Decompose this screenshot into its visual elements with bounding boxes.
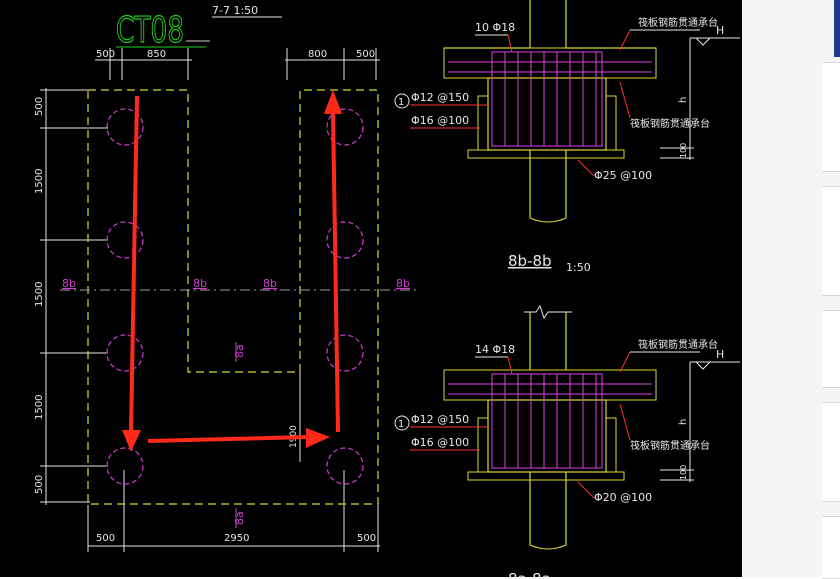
label-8a-2: 8a bbox=[233, 511, 246, 525]
s2-dim-small: 100 bbox=[679, 465, 688, 480]
left-dim-5: 500 bbox=[34, 475, 45, 494]
s1-h: h bbox=[678, 97, 689, 103]
label-8a-1: 8a bbox=[233, 344, 246, 358]
cad-svg: CT08 7-7 1:50 500 850 800 500 bbox=[34, 0, 740, 577]
label-8b-2: 8b bbox=[193, 277, 207, 290]
bottom-dimension bbox=[87, 470, 380, 552]
bottom-dim-1: 500 bbox=[96, 533, 115, 544]
cad-drawing-canvas[interactable]: CT08 7-7 1:50 500 850 800 500 bbox=[0, 0, 742, 577]
s2-stirrup-num: 1 bbox=[398, 419, 404, 430]
label-8b-3: 8b bbox=[263, 277, 277, 290]
left-dimension bbox=[40, 88, 108, 505]
left-dim-3: 1500 bbox=[34, 282, 45, 307]
side-panel-1[interactable] bbox=[822, 62, 840, 172]
section-8b-8b: 10 Φ18 1 Φ12 @150 Φ16 @100 Φ25 @100 筏板钢筋… bbox=[394, 0, 740, 274]
red-arrows bbox=[122, 90, 342, 452]
left-dim-4: 1500 bbox=[34, 395, 45, 420]
piles bbox=[106, 108, 364, 485]
top-dim-4: 500 bbox=[356, 49, 375, 60]
label-8b-1: 8b bbox=[62, 277, 76, 290]
s2-level: H bbox=[716, 348, 724, 361]
s1-name-scale: 1:50 bbox=[566, 261, 591, 274]
side-panel-5[interactable] bbox=[822, 516, 840, 579]
top-dim-3: 800 bbox=[308, 49, 327, 60]
side-panel-4[interactable] bbox=[822, 402, 840, 502]
s1-note-side: 筏板钢筋贯通承台 bbox=[630, 117, 710, 130]
bottom-dim-3: 500 bbox=[357, 533, 376, 544]
s1-stirrup-marker bbox=[394, 93, 410, 109]
pile-cap-outline bbox=[87, 89, 379, 505]
left-dim-1: 500 bbox=[34, 97, 45, 116]
s2-bottom-rebar: Φ20 @100 bbox=[594, 491, 652, 504]
s1-bottom-rebar: Φ25 @100 bbox=[594, 169, 652, 182]
s2-side-rebar: Φ16 @100 bbox=[411, 436, 469, 449]
s1-stirrup-num: 1 bbox=[398, 97, 404, 108]
s1-level: H bbox=[716, 24, 724, 37]
s1-top-rebar: 10 Φ18 bbox=[475, 21, 515, 34]
plan-title: CT08 bbox=[116, 10, 184, 51]
scale-note: 7-7 1:50 bbox=[212, 4, 258, 17]
label-8b-4: 8b bbox=[396, 277, 410, 290]
top-dimension bbox=[95, 48, 380, 80]
side-tab-blue[interactable] bbox=[834, 0, 840, 57]
s2-note-side: 筏板钢筋贯通承台 bbox=[630, 439, 710, 452]
s2-stirrup: Φ12 @150 bbox=[411, 413, 469, 426]
section-8a-8a: 14 Φ18 1 Φ12 @150 Φ16 @100 Φ20 @100 筏板钢筋… bbox=[394, 304, 740, 577]
left-dim-2: 1500 bbox=[34, 169, 45, 194]
top-dim-1: 500 bbox=[96, 49, 115, 60]
side-panel-2[interactable] bbox=[822, 186, 840, 296]
side-panel-3[interactable] bbox=[822, 310, 840, 388]
s1-stirrup: Φ12 @150 bbox=[411, 91, 469, 104]
s2-stirrup-marker bbox=[394, 415, 410, 431]
s1-note-top: 筏板钢筋贯通承台 bbox=[638, 16, 718, 29]
s2-top-rebar: 14 Φ18 bbox=[475, 343, 515, 356]
s2-note-top: 筏板钢筋贯通承台 bbox=[638, 338, 718, 351]
s1-side-rebar: Φ16 @100 bbox=[411, 114, 469, 127]
s1-dim-small: 100 bbox=[679, 143, 688, 158]
top-dim-2: 850 bbox=[147, 49, 166, 60]
s2-h: h bbox=[678, 419, 689, 425]
s1-name: 8b-8b bbox=[508, 252, 552, 270]
s2-name: 8a-8a bbox=[508, 570, 551, 577]
plan-view: CT08 7-7 1:50 500 850 800 500 bbox=[34, 4, 420, 552]
bottom-dim-2: 2950 bbox=[224, 533, 249, 544]
